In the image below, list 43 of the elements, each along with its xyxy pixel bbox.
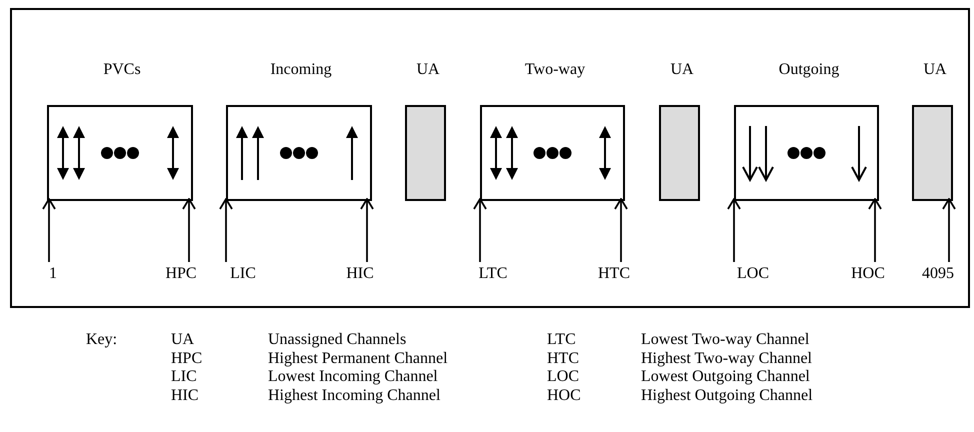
- channel-number-label: 4095: [916, 264, 960, 284]
- channel-heading: UA: [669, 60, 695, 80]
- key-description: Highest Outgoing Channel: [641, 386, 813, 404]
- channel-heading: Two-way: [524, 60, 586, 80]
- arrow: [614, 198, 628, 262]
- arrow: [360, 198, 374, 262]
- channel-number-label: LTC: [471, 264, 515, 284]
- key-abbreviation: HIC: [171, 386, 199, 404]
- key-description: Lowest Outgoing Channel: [641, 368, 810, 386]
- channel-number-label: HIC: [338, 264, 382, 284]
- channel-number-label: HOC: [846, 264, 890, 284]
- channel-number-label: HTC: [592, 264, 636, 284]
- channel-number-label: LIC: [221, 264, 265, 284]
- arrow: [473, 198, 487, 262]
- key-description: Lowest Incoming Channel: [268, 368, 438, 386]
- key-abbreviation: HTC: [547, 350, 579, 368]
- arrow: [942, 198, 956, 262]
- arrow: [42, 198, 56, 262]
- frame-border: [10, 8, 970, 308]
- channel-number-label: 1: [31, 264, 75, 284]
- channel-heading: UA: [415, 60, 441, 80]
- key-abbreviation: LIC: [171, 368, 197, 386]
- key-abbreviation: HOC: [547, 386, 581, 404]
- key-abbreviation: LTC: [547, 331, 576, 349]
- channel-heading: UA: [922, 60, 948, 80]
- key-heading: Key:: [86, 331, 118, 349]
- arrow: [727, 198, 741, 262]
- channel-number-label: LOC: [731, 264, 775, 284]
- key-description: Highest Permanent Channel: [268, 350, 448, 368]
- key-description: Unassigned Channels: [268, 331, 406, 349]
- key-abbreviation: LOC: [547, 368, 579, 386]
- channel-heading: PVCs: [102, 60, 142, 80]
- arrow: [219, 198, 233, 262]
- key-abbreviation: UA: [171, 331, 194, 349]
- channel-heading: Outgoing: [778, 60, 840, 80]
- key-description: Lowest Two-way Channel: [641, 331, 810, 349]
- channel-number-label: HPC: [159, 264, 203, 284]
- key-description: Highest Two-way Channel: [641, 350, 812, 368]
- channel-heading: Incoming: [269, 60, 333, 80]
- key-description: Highest Incoming Channel: [268, 386, 440, 404]
- arrow: [182, 198, 196, 262]
- key-abbreviation: HPC: [171, 350, 202, 368]
- arrow: [868, 198, 882, 262]
